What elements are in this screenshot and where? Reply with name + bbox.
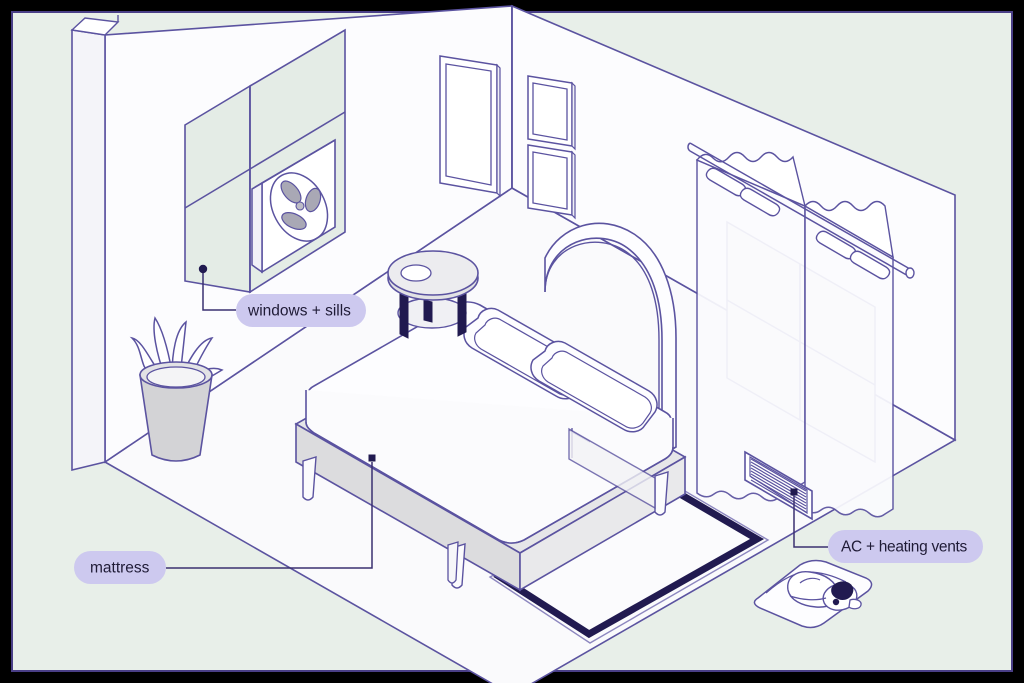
leader-line-vents	[793, 496, 828, 548]
dog-muzzle	[848, 598, 862, 610]
mattress-bottom-edge	[305, 421, 674, 544]
bed-leg-back	[447, 541, 459, 584]
pillows	[463, 307, 658, 433]
picture-frame-large	[439, 55, 501, 198]
curtain-rod-bar-bottom	[689, 150, 911, 278]
frame-small-bottom-edge	[571, 150, 576, 220]
fan-top-face	[251, 139, 336, 190]
fan-housing-ring	[269, 172, 329, 242]
bed-sheet-fold	[568, 427, 656, 510]
curtain-left-panel	[696, 158, 806, 502]
plant-pot-soil	[146, 366, 206, 388]
label-mattress[interactable]: mattress	[74, 551, 166, 584]
label-windows-sills[interactable]: windows + sills	[236, 294, 366, 327]
badge-ac-heating-vents-bg[interactable]	[828, 530, 983, 563]
nightstand-top-surface	[387, 250, 479, 296]
curtain-right-panel	[804, 204, 894, 518]
fan-blade-3	[281, 212, 307, 230]
fan-hub	[295, 201, 305, 211]
curtain-ring-2	[739, 187, 781, 217]
curtain-rod-finial-right	[905, 267, 915, 279]
bed-leg-front-left	[302, 456, 317, 501]
plant-pot-body	[139, 374, 213, 462]
curtain-rod	[687, 142, 915, 280]
bed	[294, 222, 687, 592]
box-fan-unit	[251, 138, 336, 274]
dog-back-line	[799, 577, 821, 584]
badge-mattress-text: mattress	[90, 560, 150, 577]
picture-frames	[439, 55, 576, 220]
picture-frame-small-top	[527, 75, 576, 151]
curtain-ring-4	[849, 250, 891, 280]
curtain-rod-finial-left	[687, 142, 691, 152]
curtains	[687, 142, 915, 518]
bed-legs	[302, 456, 669, 589]
frame-large-edge	[496, 63, 501, 198]
nightstand-table	[387, 250, 479, 339]
leader-line-mattress	[166, 462, 373, 569]
label-badges: windows + sills mattress AC + heating ve…	[74, 294, 983, 584]
badge-windows-sills-text: windows + sills	[247, 303, 351, 320]
potted-plant	[129, 316, 224, 462]
dog-eye	[832, 598, 840, 606]
pillow-front-inner	[541, 350, 652, 429]
picture-frame-small-bottom	[527, 144, 576, 220]
fan-side-face	[251, 181, 263, 274]
headboard-inner-line	[544, 241, 660, 452]
anchor-dot-mattress	[368, 454, 376, 462]
vent-inner	[749, 455, 808, 515]
anchor-dot-windows	[198, 264, 208, 274]
nightstand-leg-back	[423, 299, 433, 323]
curtain-rings	[705, 167, 891, 280]
left-wall-thickness	[71, 29, 106, 472]
dog-ear-patch	[831, 581, 854, 600]
frame-large-inner	[445, 63, 492, 186]
vent-louvers	[750, 458, 807, 513]
bed-leg-right	[654, 471, 669, 516]
curtain-right-header	[803, 200, 894, 259]
window-mullion-horizontal	[184, 111, 346, 209]
anchor-dot-vents	[790, 488, 798, 496]
curtain-rod-bar-top	[689, 142, 911, 270]
floor-vent	[744, 450, 813, 521]
pet-bed-with-dog	[753, 559, 873, 629]
fan-blade-2	[304, 187, 322, 213]
leader-lines	[166, 273, 828, 569]
dog-leg-line	[789, 595, 827, 601]
badge-windows-sills-bg[interactable]	[236, 294, 366, 327]
badge-mattress-bg[interactable]	[74, 551, 166, 584]
badge-ac-heating-vents-text: AC + heating vents	[841, 539, 968, 556]
frame-small-bottom-inner	[532, 151, 568, 210]
fan-blades	[280, 180, 322, 230]
label-ac-heating-vents[interactable]: AC + heating vents	[828, 530, 983, 563]
frame-small-top-inner	[532, 82, 568, 141]
leader-line-windows	[202, 273, 236, 311]
frame-small-top-edge	[571, 81, 576, 151]
nightstand-item-coaster	[400, 264, 432, 282]
